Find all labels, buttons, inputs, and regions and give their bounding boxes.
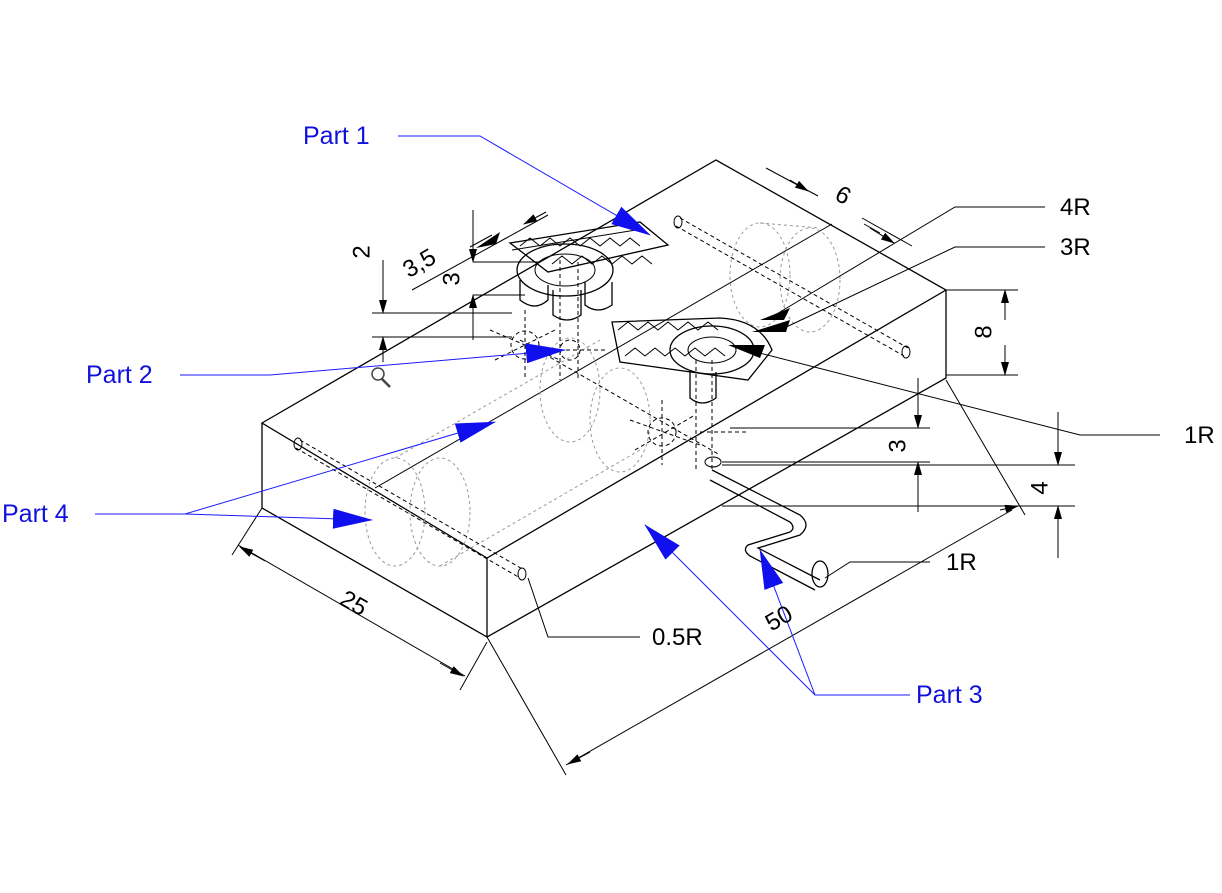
part1-left-assembly [508, 221, 670, 380]
label-part2: Part 2 [86, 361, 153, 389]
dim-3-right: 3 [884, 439, 912, 453]
part2-spokes-left [489, 310, 605, 380]
dim-8: 8 [970, 325, 998, 339]
dim-4r: 4R [1060, 194, 1091, 221]
part-callouts [95, 135, 910, 696]
dim-1r-pipe: 1R [946, 549, 977, 576]
label-part4: Part 4 [2, 500, 69, 528]
dim-4: 4 [1026, 481, 1054, 495]
rods [293, 215, 911, 581]
dim-3-left: 3 [438, 272, 466, 286]
part1-right-assembly [611, 317, 773, 470]
main-box [260, 159, 948, 639]
dim-05r: 0.5R [652, 624, 703, 651]
dim-3r: 3R [1060, 234, 1091, 261]
label-part1: Part 1 [303, 122, 370, 150]
top-divider [374, 223, 833, 489]
label-part3: Part 3 [916, 681, 983, 709]
dimension-lines [231, 167, 1160, 776]
dim-1r-right: 1R [1184, 422, 1215, 449]
magnifier-icon[interactable] [371, 367, 391, 388]
part3-pipe [704, 456, 829, 591]
part2-spokes-right [629, 400, 748, 465]
dim-2: 2 [348, 245, 376, 259]
part4-cylinders [364, 222, 841, 567]
